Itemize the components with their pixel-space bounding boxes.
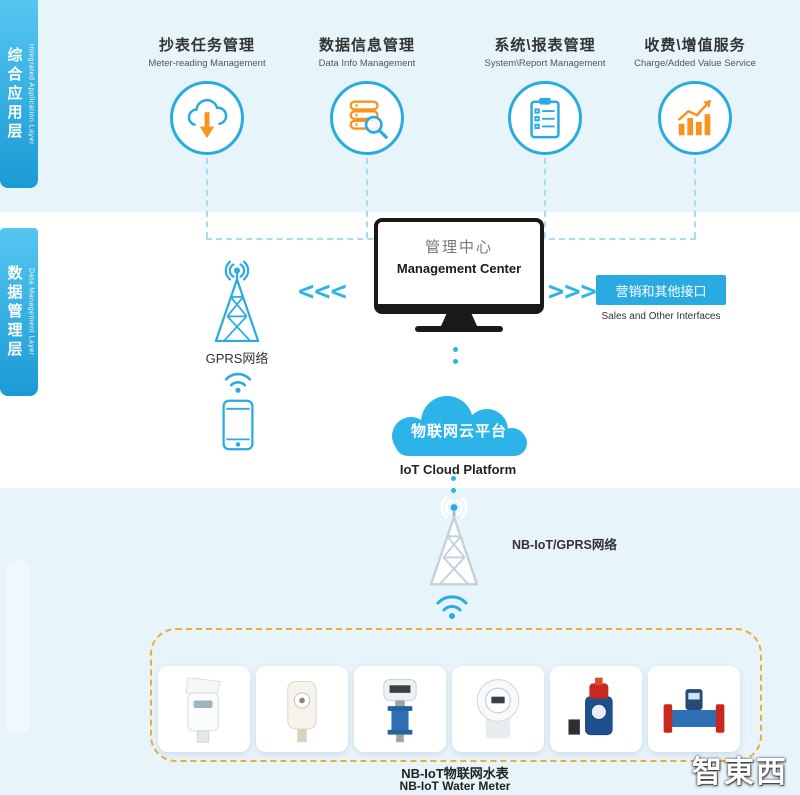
connector-dashed-4 — [694, 158, 696, 238]
dotted-connector — [451, 476, 456, 481]
iot-cloud-label-cn: 物联网云平台 — [410, 423, 507, 440]
dotted-connector — [453, 347, 458, 352]
sales-interface-box: 营销和其他接口 — [596, 275, 726, 305]
data-layer-tab-label-cn: 数据管理层 — [5, 264, 23, 360]
water-meter-photo-3 — [354, 666, 446, 752]
app-item-title: 系统\报表管理 — [494, 37, 596, 54]
revenue-chart-icon — [658, 81, 732, 155]
dotted-connector — [451, 488, 456, 493]
water-meter-photo-2 — [256, 666, 348, 752]
site-watermark: 智東西 — [692, 756, 788, 789]
application-layer-tab-label-en: Integrated Application Layer — [27, 43, 35, 145]
smartphone-icon — [222, 399, 254, 451]
faint-vertical-watermark — [6, 560, 30, 735]
app-item-title: 数据信息管理 — [318, 37, 415, 54]
app-item-data-info: 数据信息管理 Data Info Management — [279, 34, 455, 155]
app-item-charge-service: 收费\增值服务 Charge/Added Value Service — [607, 34, 783, 155]
water-meter-photo-5 — [550, 666, 642, 752]
left-chevrons: <<< — [298, 276, 347, 307]
data-layer-tab: 数据管理层 Data Management Layer — [0, 228, 38, 396]
iot-cloud-label-en: IoT Cloud Platform — [399, 462, 517, 477]
gprs-network-label: GPRS网络 — [205, 351, 269, 366]
app-item-subtitle: Charge/Added Value Service — [634, 58, 756, 69]
water-meter-tiles — [158, 666, 740, 752]
gprs-antenna-icon — [214, 260, 260, 343]
nb-iot-network-label: NB-IoT/GPRS网络 — [512, 538, 617, 552]
management-center-title-cn: 管理中心 — [424, 239, 493, 256]
water-meter-photo-6 — [648, 666, 740, 752]
water-meter-label-cn: NB-IoT物联网水表 — [401, 766, 509, 781]
water-meter-photo-4 — [452, 666, 544, 752]
app-item-subtitle: Meter-reading Management — [148, 58, 266, 69]
connector-dashed-1 — [206, 158, 208, 238]
monitor-base — [415, 326, 503, 332]
management-center-title-en: Management Center — [396, 261, 522, 276]
connector-dashed-2 — [366, 158, 368, 238]
water-meter-label-en: NB-IoT Water Meter — [399, 779, 511, 793]
nb-iot-antenna-icon — [429, 496, 479, 586]
app-item-meter-reading: 抄表任务管理 Meter-reading Management — [119, 34, 295, 155]
data-layer-tab-label-en: Data Management Layer — [27, 268, 35, 356]
app-item-system-report: 系统\报表管理 System\Report Management — [457, 34, 633, 155]
app-item-title: 收费\增值服务 — [644, 37, 746, 54]
app-item-title: 抄表任务管理 — [158, 37, 255, 54]
application-layer-tab: 综合应用层 Integrated Application Layer — [0, 0, 38, 188]
application-layer-tab-label-cn: 综合应用层 — [5, 46, 23, 142]
monitor-screen: 管理中心 Management Center — [374, 218, 544, 314]
app-item-subtitle: System\Report Management — [484, 58, 606, 69]
iot-cloud-shape — [392, 396, 527, 456]
report-clipboard-icon — [508, 81, 582, 155]
water-meter-group-box — [150, 628, 762, 762]
app-item-subtitle: Data Info Management — [318, 58, 416, 69]
database-search-icon — [330, 81, 404, 155]
dotted-connector — [453, 359, 458, 364]
sales-interface-subtitle: Sales and Other Interfaces — [601, 311, 721, 322]
cloud-download-icon — [170, 81, 244, 155]
wifi-signal-down-icon — [436, 595, 468, 619]
connector-dashed-3 — [544, 158, 546, 238]
management-center-monitor: 管理中心 Management Center — [374, 218, 544, 332]
water-meter-photo-1 — [158, 666, 250, 752]
right-chevrons: >>> — [548, 276, 597, 307]
wifi-signal-icon — [224, 372, 252, 393]
monitor-stand — [441, 314, 477, 326]
